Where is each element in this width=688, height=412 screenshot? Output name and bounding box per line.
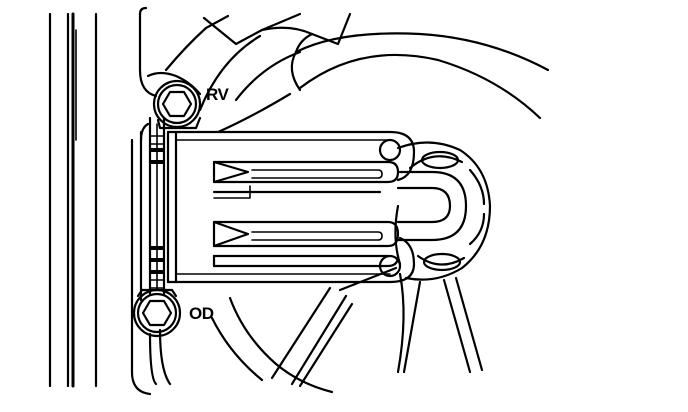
rv-bolt bbox=[152, 79, 202, 130]
od-label: OD bbox=[189, 304, 214, 323]
rv-label: RV bbox=[206, 85, 229, 104]
separator-plate bbox=[166, 130, 416, 284]
servo-cylinder bbox=[394, 141, 492, 281]
circular-housing bbox=[210, 50, 405, 394]
casting-outline bbox=[198, 12, 550, 134]
od-bolt bbox=[132, 288, 182, 338]
lower-slot bbox=[212, 220, 400, 268]
housing-wall bbox=[48, 12, 98, 388]
support-struts bbox=[270, 266, 484, 388]
hairpin-passage bbox=[396, 170, 468, 242]
case-outline bbox=[130, 6, 230, 396]
vertical-tube bbox=[148, 116, 166, 296]
upper-slot bbox=[212, 160, 400, 199]
slot-end-caps bbox=[378, 138, 402, 278]
